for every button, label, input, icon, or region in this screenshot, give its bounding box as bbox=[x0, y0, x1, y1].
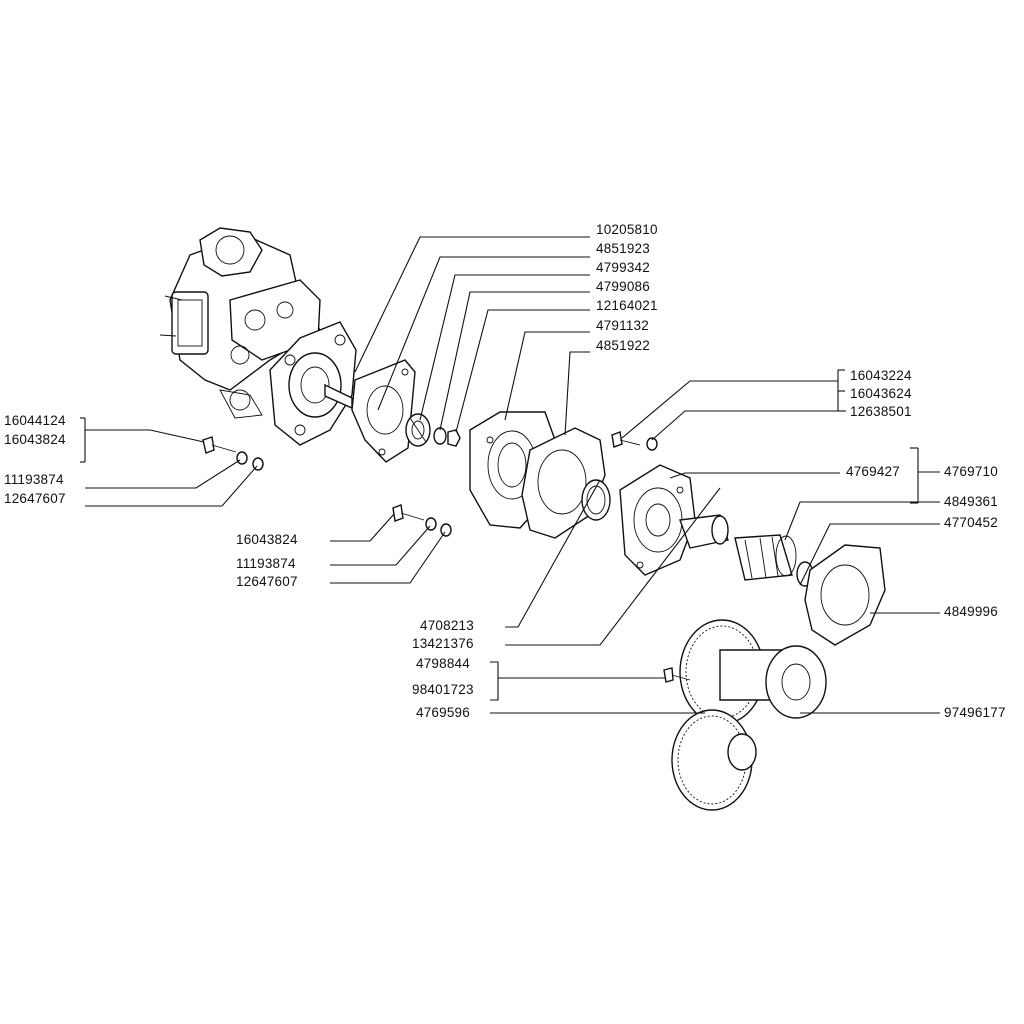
label-16044124: 16044124 bbox=[4, 413, 66, 428]
label-4849996: 4849996 bbox=[944, 604, 998, 619]
label-4769710: 4769710 bbox=[944, 464, 998, 479]
label-4708213: 4708213 bbox=[420, 618, 474, 633]
bolt-washer-set-left bbox=[202, 436, 264, 471]
injection-pump-illustration bbox=[159, 227, 357, 446]
label-4799086: 4799086 bbox=[596, 279, 650, 294]
bolt-washer-set-middle bbox=[392, 504, 452, 537]
label-12647607-middle: 12647607 bbox=[236, 574, 298, 589]
label-4799342: 4799342 bbox=[596, 260, 650, 275]
label-97496177: 97496177 bbox=[944, 705, 1006, 720]
label-12638501: 12638501 bbox=[850, 404, 912, 419]
label-4770452: 4770452 bbox=[944, 515, 998, 530]
small-bearing-part bbox=[405, 413, 461, 447]
bolt-washer-set-right bbox=[611, 431, 658, 451]
label-16043624: 16043624 bbox=[850, 386, 912, 401]
label-16043224: 16043224 bbox=[850, 368, 912, 383]
label-4851922: 4851922 bbox=[596, 338, 650, 353]
label-10205810: 10205810 bbox=[596, 222, 658, 237]
idler-gear-part bbox=[671, 709, 757, 811]
label-4791132: 4791132 bbox=[596, 318, 649, 333]
label-12647607-left: 12647607 bbox=[4, 491, 66, 506]
large-gear-part bbox=[679, 619, 827, 725]
label-13421376: 13421376 bbox=[412, 636, 474, 651]
label-11193874-left: 11193874 bbox=[4, 472, 64, 487]
label-11193874-middle: 11193874 bbox=[236, 556, 296, 571]
o-ring-part bbox=[581, 479, 611, 521]
leader-lines bbox=[80, 236, 940, 714]
label-12164021: 12164021 bbox=[596, 298, 658, 313]
label-16043824-left: 16043824 bbox=[4, 432, 66, 447]
label-98401723: 98401723 bbox=[412, 682, 474, 697]
label-4798844: 4798844 bbox=[416, 656, 470, 671]
label-16043824-middle: 16043824 bbox=[236, 532, 298, 547]
label-4769596: 4769596 bbox=[416, 705, 470, 720]
cover-plate-part bbox=[804, 544, 886, 646]
shaft-and-bearings-part bbox=[679, 514, 814, 587]
label-4849361: 4849361 bbox=[944, 494, 998, 509]
gasket-plate-part bbox=[351, 359, 416, 463]
label-4769427: 4769427 bbox=[846, 464, 900, 479]
label-4851923: 4851923 bbox=[596, 241, 650, 256]
